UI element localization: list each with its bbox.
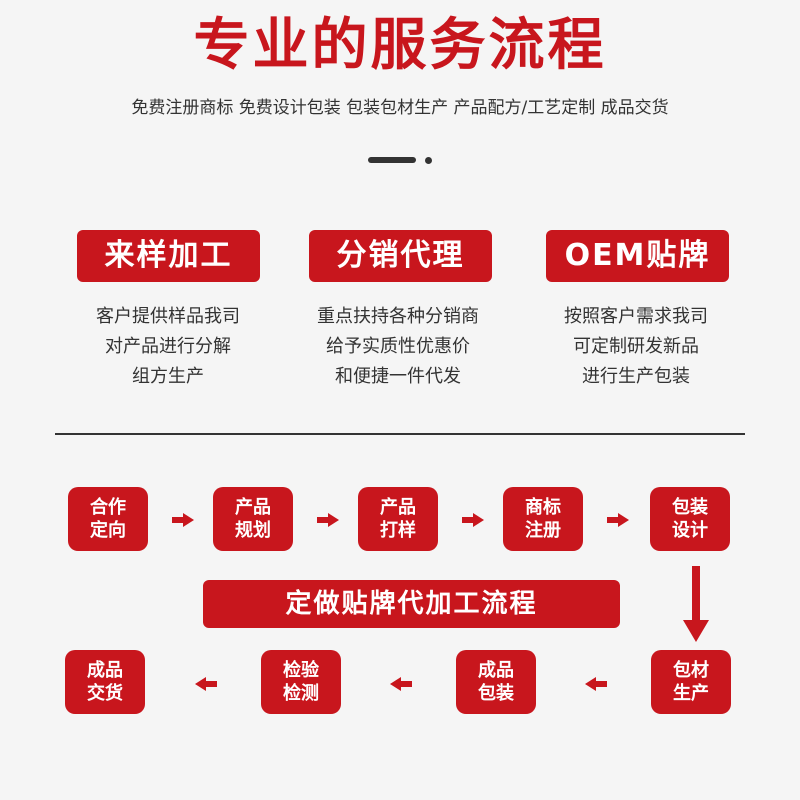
step-label-line1: 成品	[478, 660, 514, 681]
service-desc-line: 给予实质性优惠价	[326, 336, 470, 357]
service-desc-line: 客户提供样品我司	[96, 306, 240, 327]
arrow-left-icon	[195, 677, 217, 691]
step-label-line2: 生产	[673, 683, 709, 704]
decorative-dot	[425, 157, 432, 164]
process-banner: 定做贴牌代加工流程	[203, 580, 620, 628]
service-title-oem: OEM贴牌	[546, 230, 729, 282]
service-title-sample-processing: 来样加工	[77, 230, 260, 282]
step-label-line2: 检测	[283, 683, 319, 704]
service-desc-oem: 按照客户需求我司 可定制研发新品 进行生产包装	[516, 302, 756, 392]
arrow-right-icon	[462, 513, 484, 527]
step-label-line2: 注册	[525, 520, 561, 541]
process-step-inspection: 检验 检测	[261, 650, 341, 714]
arrow-right-icon	[172, 513, 194, 527]
step-label-line1: 产品	[235, 497, 271, 518]
service-title-distribution: 分销代理	[309, 230, 492, 282]
service-desc-line: 和便捷一件代发	[335, 366, 461, 387]
step-label-line2: 包装	[478, 683, 514, 704]
page-title: 专业的服务流程	[193, 13, 607, 78]
step-label-line1: 包材	[673, 660, 709, 681]
step-label-line2: 定向	[90, 520, 126, 541]
service-desc-sample-processing: 客户提供样品我司 对产品进行分解 组方生产	[48, 302, 288, 392]
process-step-finished-packaging: 成品 包装	[456, 650, 536, 714]
process-step-sampling: 产品 打样	[358, 487, 438, 551]
process-step-delivery: 成品 交货	[65, 650, 145, 714]
process-step-package-design: 包装 设计	[650, 487, 730, 551]
step-label-line1: 产品	[380, 497, 416, 518]
service-desc-line: 组方生产	[132, 366, 204, 387]
step-label-line2: 设计	[672, 520, 708, 541]
service-desc-line: 重点扶持各种分销商	[317, 306, 479, 327]
section-divider	[55, 433, 745, 435]
arrow-down-icon	[683, 566, 709, 642]
service-desc-line: 进行生产包装	[582, 366, 690, 387]
process-step-product-planning: 产品 规划	[213, 487, 293, 551]
step-label-line1: 检验	[283, 660, 319, 681]
step-label-line1: 成品	[87, 660, 123, 681]
process-step-cooperation: 合作 定向	[68, 487, 148, 551]
step-label-line1: 包装	[672, 497, 708, 518]
arrow-right-icon	[607, 513, 629, 527]
step-label-line1: 合作	[90, 497, 126, 518]
arrow-left-icon	[390, 677, 412, 691]
service-desc-line: 按照客户需求我司	[564, 306, 708, 327]
service-desc-distribution: 重点扶持各种分销商 给予实质性优惠价 和便捷一件代发	[278, 302, 518, 392]
step-label-line2: 规划	[235, 520, 271, 541]
arrow-right-icon	[317, 513, 339, 527]
step-label-line2: 交货	[87, 683, 123, 704]
service-desc-line: 对产品进行分解	[105, 336, 231, 357]
arrow-left-icon	[585, 677, 607, 691]
process-step-trademark: 商标 注册	[503, 487, 583, 551]
decorative-dash	[368, 157, 416, 163]
process-step-material-production: 包材 生产	[651, 650, 731, 714]
step-label-line1: 商标	[525, 497, 561, 518]
page-subtitle: 免费注册商标 免费设计包装 包装包材生产 产品配方/工艺定制 成品交货	[131, 98, 669, 118]
service-desc-line: 可定制研发新品	[573, 336, 699, 357]
step-label-line2: 打样	[380, 520, 416, 541]
